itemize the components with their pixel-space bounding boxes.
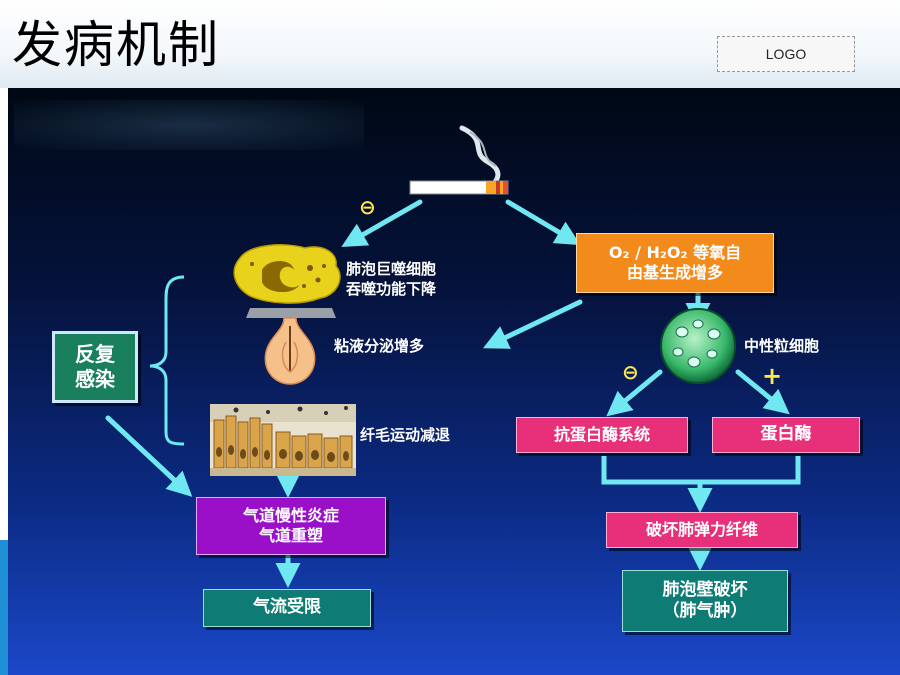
- elastic-fiber-box: 破坏肺弹力纤维: [606, 512, 798, 548]
- blurred-banner: [14, 100, 364, 150]
- mucus-gland-icon: [246, 308, 336, 385]
- macrophage-label-line1: 肺泡巨噬细胞: [346, 260, 437, 278]
- cilia-label: 纤毛运动减退: [360, 426, 451, 444]
- page-title: 发病机制: [12, 16, 220, 74]
- slide-header: 发病机制 LOGO: [0, 0, 900, 88]
- emphysema-line2: （肺气肿）: [662, 601, 748, 621]
- free-radicals-line2: 由基生成增多: [626, 263, 723, 282]
- promote-sign-protease: +: [762, 362, 783, 390]
- chronic-inflammation-line1: 气道慢性炎症: [242, 506, 339, 525]
- smoke-icon: [459, 125, 501, 185]
- airflow-limitation-box: 气流受限: [203, 589, 371, 627]
- recurrent-infection-line1: 反复: [75, 342, 115, 366]
- free-radicals-box: O₂ / H₂O₂ 等氧自由基生成增多: [576, 233, 774, 293]
- flow-arrows: [105, 199, 801, 588]
- macrophage-icon: [233, 244, 341, 304]
- inhibit-sign-antiprotease: ⊖: [622, 360, 639, 384]
- neutrophil-icon: [660, 308, 736, 384]
- cigarette-icon: [409, 180, 509, 195]
- mucus-label: 粘液分泌增多: [334, 337, 425, 355]
- protease-box: 蛋白酶: [712, 417, 860, 453]
- macrophage-label: 肺泡巨噬细胞吞噬功能下降: [346, 259, 436, 300]
- inhibit-sign-macrophage: ⊖: [359, 195, 376, 219]
- recurrent-infection-line2: 感染: [75, 367, 115, 391]
- macrophage-label-line2: 吞噬功能下降: [346, 280, 437, 299]
- antiprotease-box: 抗蛋白酶系统: [516, 417, 688, 453]
- grouping-brace: [149, 275, 185, 446]
- left-accent-strip: [0, 540, 8, 675]
- neutrophil-label: 中性粒细胞: [744, 337, 820, 355]
- ciliated-epithelium-icon: [210, 404, 356, 476]
- recurrent-infection-box: 反复感染: [52, 331, 138, 403]
- free-radicals-line1: O₂ / H₂O₂ 等氧自: [608, 243, 742, 262]
- emphysema-box: 肺泡壁破坏（肺气肿）: [622, 570, 788, 632]
- chronic-inflammation-line2: 气道重塑: [258, 526, 323, 545]
- logo-placeholder: LOGO: [717, 36, 855, 72]
- chronic-inflammation-box: 气道慢性炎症气道重塑: [196, 497, 386, 555]
- emphysema-line1: 肺泡壁破坏: [662, 579, 748, 600]
